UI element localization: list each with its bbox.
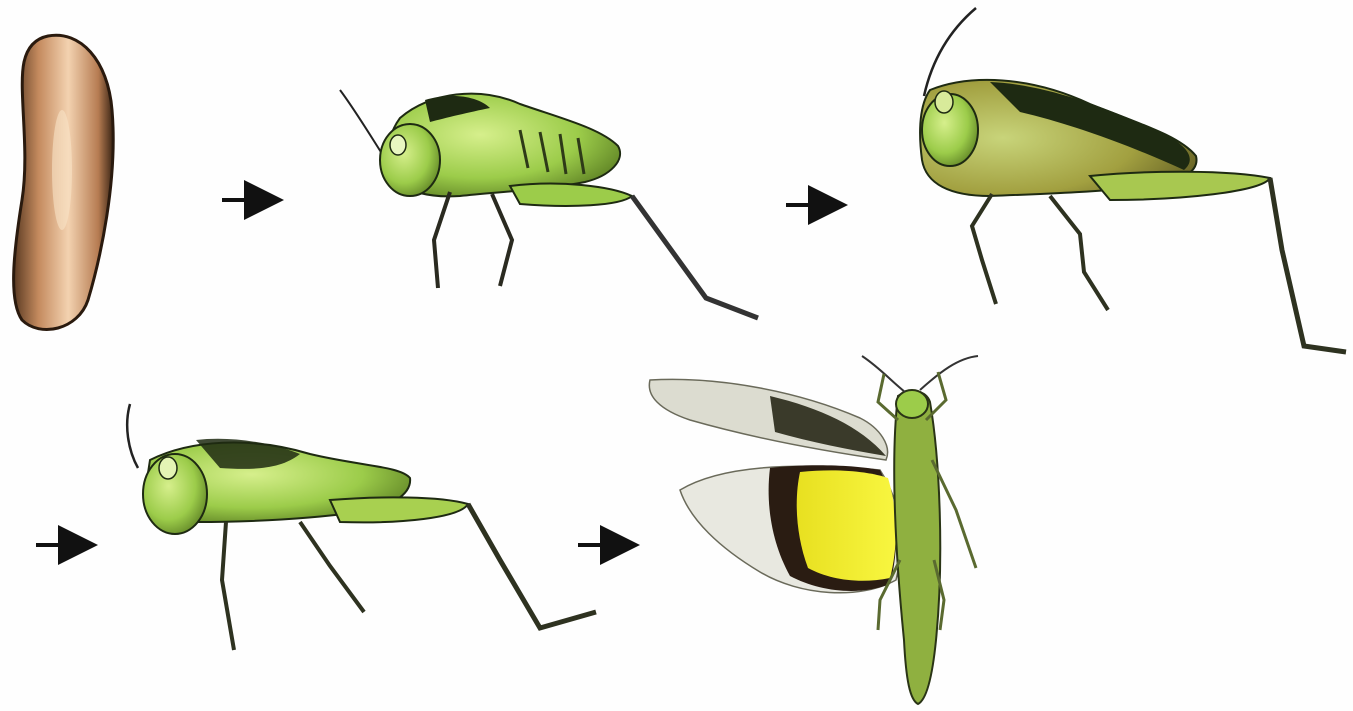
winged-adult-icon [649, 356, 978, 704]
mid-nymph-icon [920, 8, 1346, 352]
early-nymph-icon [340, 90, 758, 318]
egg-pod-icon [14, 35, 114, 329]
late-nymph-icon [127, 404, 596, 650]
